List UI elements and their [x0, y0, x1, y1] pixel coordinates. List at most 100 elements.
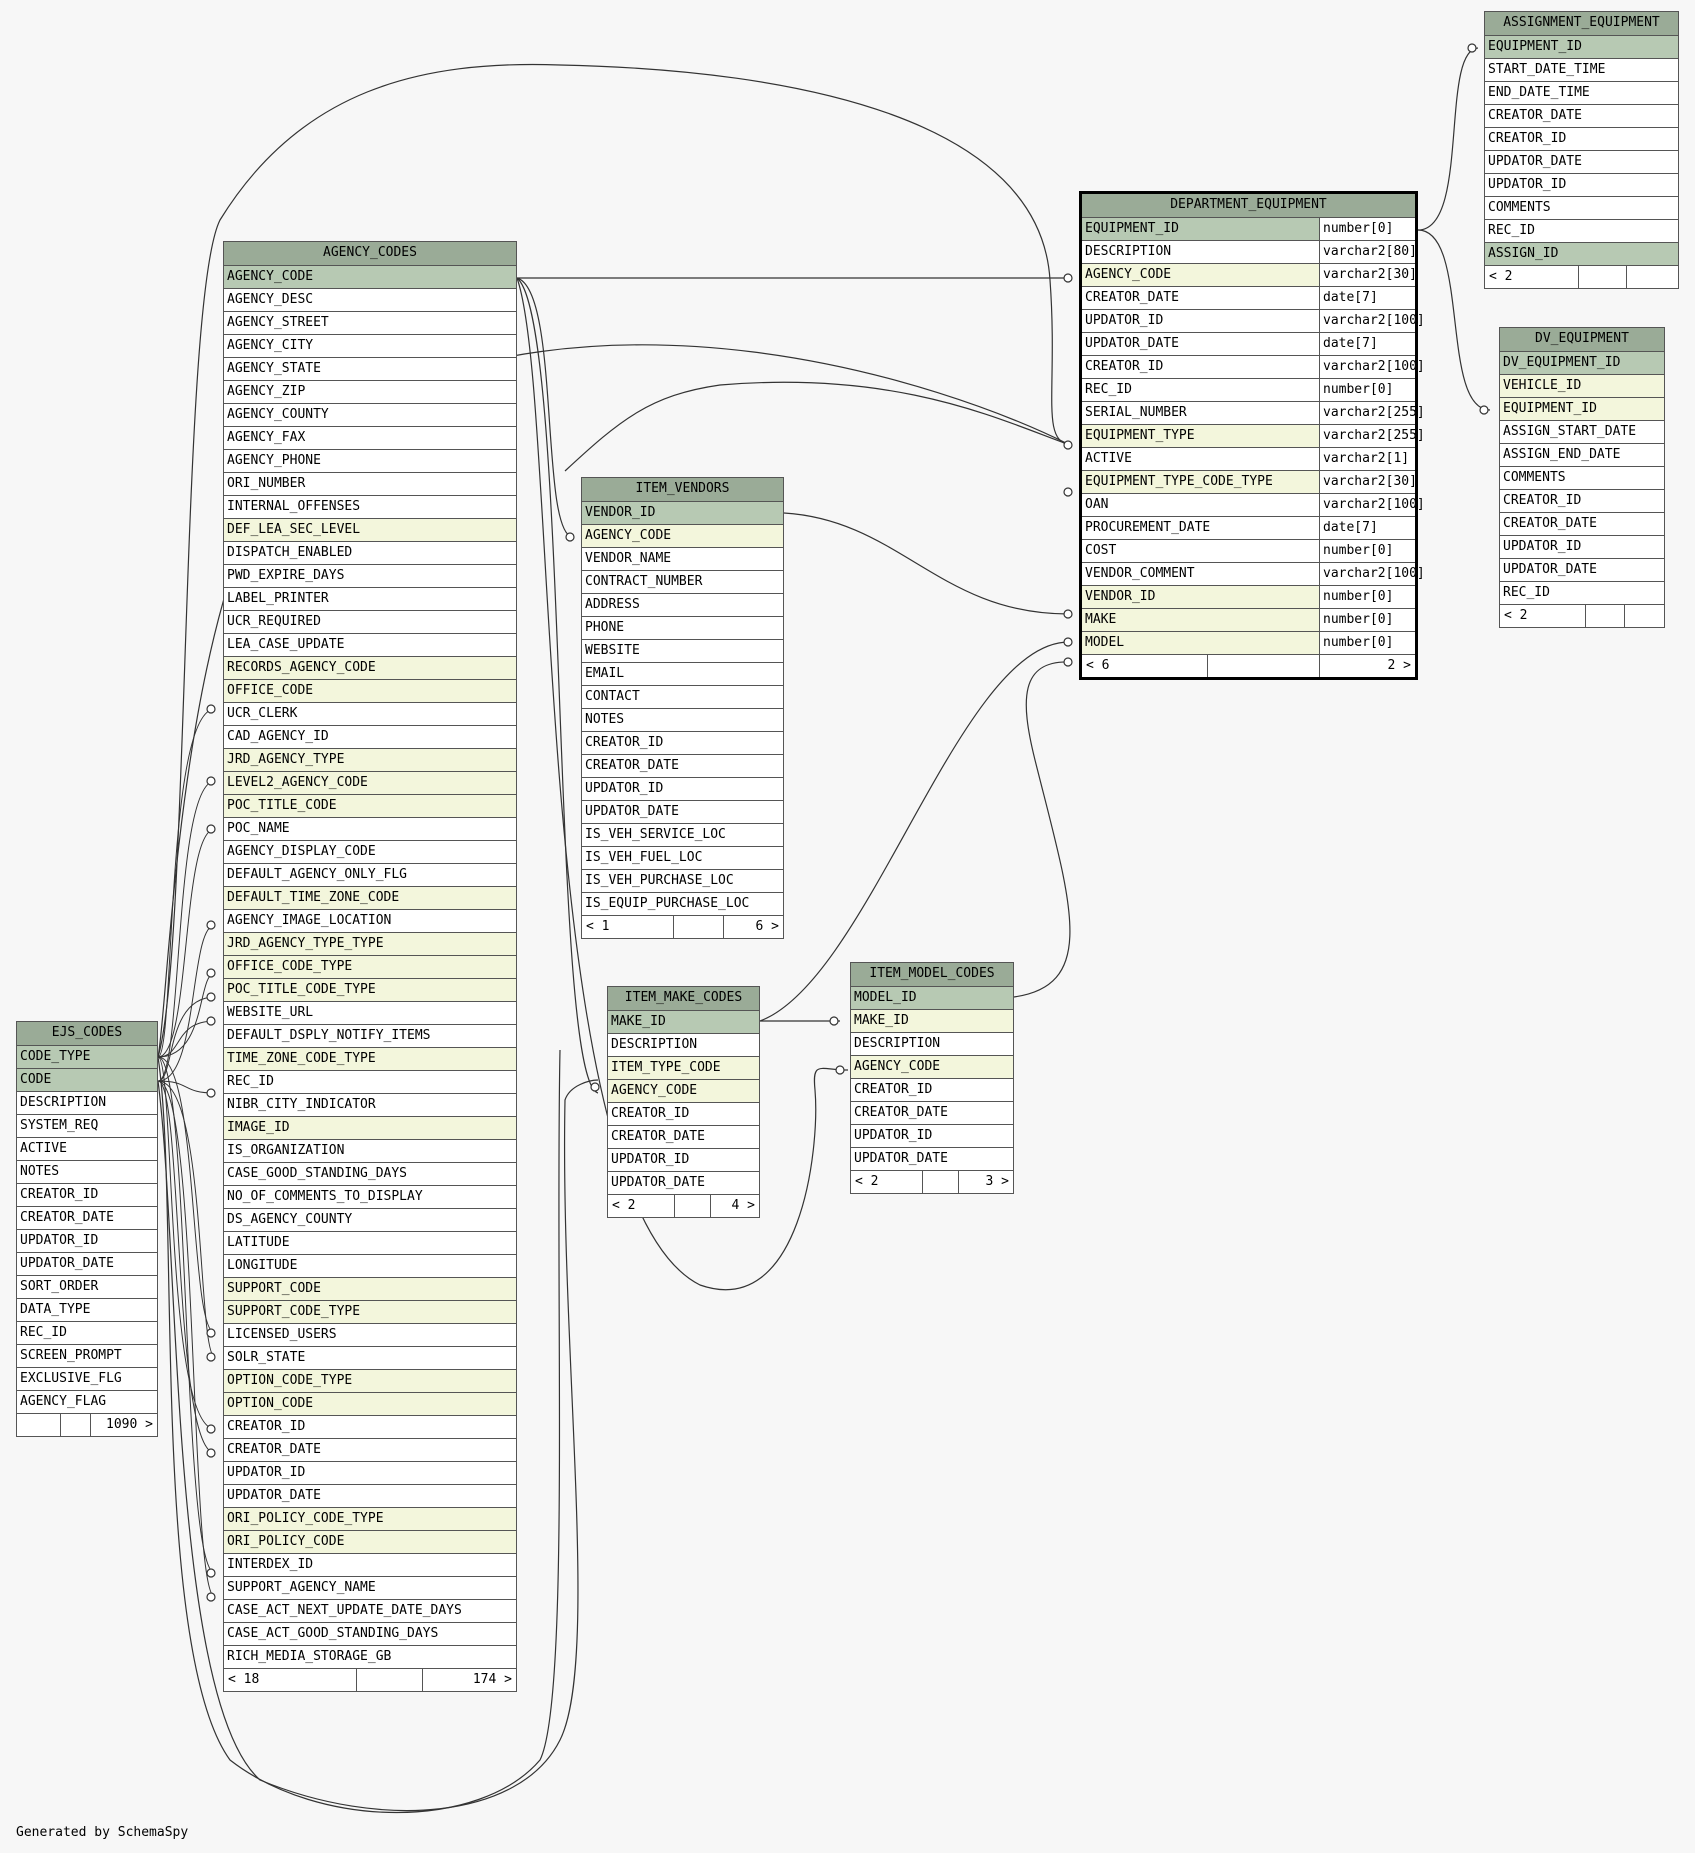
- column-row-agency-phone[interactable]: AGENCY_PHONE: [224, 449, 516, 472]
- column-row-website[interactable]: WEBSITE: [582, 639, 783, 662]
- column-row-interdex-id[interactable]: INTERDEX_ID: [224, 1553, 516, 1576]
- child-count[interactable]: 4 >: [709, 1195, 759, 1217]
- column-row-agency-code[interactable]: AGENCY_CODE: [851, 1055, 1013, 1078]
- parent-count[interactable]: < 2: [1489, 269, 1513, 284]
- column-row-rich-media-storage-gb[interactable]: RICH_MEDIA_STORAGE_GB: [224, 1645, 516, 1668]
- column-row-creator-id[interactable]: CREATOR_ID: [608, 1102, 759, 1125]
- column-row-default-dsply-notify-items[interactable]: DEFAULT_DSPLY_NOTIFY_ITEMS: [224, 1024, 516, 1047]
- column-row-creator-id[interactable]: CREATOR_ID: [851, 1078, 1013, 1101]
- column-row-active[interactable]: ACTIVE: [17, 1137, 157, 1160]
- column-row-agency-code[interactable]: AGENCY_CODE: [224, 265, 516, 288]
- column-row-updator-id[interactable]: UPDATOR_ID: [851, 1124, 1013, 1147]
- child-count[interactable]: 1090 >: [90, 1414, 157, 1436]
- column-row-records-agency-code[interactable]: RECORDS_AGENCY_CODE: [224, 656, 516, 679]
- column-row-pwd-expire-days[interactable]: PWD_EXPIRE_DAYS: [224, 564, 516, 587]
- column-row-cad-agency-id[interactable]: CAD_AGENCY_ID: [224, 725, 516, 748]
- column-row-office-code-type[interactable]: OFFICE_CODE_TYPE: [224, 955, 516, 978]
- column-row-notes[interactable]: NOTES: [582, 708, 783, 731]
- parent-count[interactable]: < 2: [1504, 608, 1528, 623]
- column-row-agency-code[interactable]: AGENCY_CODE: [608, 1079, 759, 1102]
- column-row-updator-date[interactable]: UPDATOR_DATE: [224, 1484, 516, 1507]
- column-row-updator-date[interactable]: UPDATOR_DATE: [17, 1252, 157, 1275]
- column-row-sort-order[interactable]: SORT_ORDER: [17, 1275, 157, 1298]
- column-row-case-good-standing-days[interactable]: CASE_GOOD_STANDING_DAYS: [224, 1162, 516, 1185]
- column-row-poc-name[interactable]: POC_NAME: [224, 817, 516, 840]
- column-row-creator-date[interactable]: CREATOR_DATE: [608, 1125, 759, 1148]
- parent-count[interactable]: < 1: [586, 919, 610, 934]
- column-row-updator-date[interactable]: UPDATOR_DATE: [608, 1171, 759, 1194]
- table-title[interactable]: ITEM_MODEL_CODES: [851, 963, 1013, 986]
- column-row-case-act-good-standing-days[interactable]: CASE_ACT_GOOD_STANDING_DAYS: [224, 1622, 516, 1645]
- column-row-vehicle-id[interactable]: VEHICLE_ID: [1500, 374, 1664, 397]
- column-row-office-code[interactable]: OFFICE_CODE: [224, 679, 516, 702]
- column-row-creator-date[interactable]: CREATOR_DATE: [1485, 104, 1678, 127]
- parent-count[interactable]: < 2: [855, 1174, 879, 1189]
- child-count[interactable]: [1625, 266, 1678, 288]
- column-row-image-id[interactable]: IMAGE_ID: [224, 1116, 516, 1139]
- child-count[interactable]: 174 >: [421, 1669, 516, 1691]
- table-title[interactable]: DEPARTMENT_EQUIPMENT: [1082, 194, 1415, 217]
- column-row-creator-date[interactable]: CREATOR_DATE: [17, 1206, 157, 1229]
- column-row-contact[interactable]: CONTACT: [582, 685, 783, 708]
- column-row-exclusive-flg[interactable]: EXCLUSIVE_FLG: [17, 1367, 157, 1390]
- column-row-nibr-city-indicator[interactable]: NIBR_CITY_INDICATOR: [224, 1093, 516, 1116]
- column-row-code[interactable]: CODE: [17, 1068, 157, 1091]
- column-row-agency-city[interactable]: AGENCY_CITY: [224, 334, 516, 357]
- column-row-description[interactable]: DESCRIPTION: [608, 1033, 759, 1056]
- column-row-end-date-time[interactable]: END_DATE_TIME: [1485, 81, 1678, 104]
- column-row-creator-id[interactable]: CREATOR_ID: [17, 1183, 157, 1206]
- column-row-updator-date[interactable]: UPDATOR_DATE: [582, 800, 783, 823]
- column-row-updator-date[interactable]: UPDATOR_DATE: [1500, 558, 1664, 581]
- column-row-vendor-id[interactable]: VENDOR_ID: [582, 501, 783, 524]
- column-row-default-agency-only-flg[interactable]: DEFAULT_AGENCY_ONLY_FLG: [224, 863, 516, 886]
- column-row-agency-desc[interactable]: AGENCY_DESC: [224, 288, 516, 311]
- column-row-rec-id[interactable]: REC_ID: [1485, 219, 1678, 242]
- column-row-jrd-agency-type-type[interactable]: JRD_AGENCY_TYPE_TYPE: [224, 932, 516, 955]
- column-row-agency-display-code[interactable]: AGENCY_DISPLAY_CODE: [224, 840, 516, 863]
- column-row-latitude[interactable]: LATITUDE: [224, 1231, 516, 1254]
- child-count[interactable]: 2 >: [1319, 655, 1415, 677]
- column-row-agency-code[interactable]: AGENCY_CODE: [582, 524, 783, 547]
- parent-count[interactable]: < 18: [228, 1672, 260, 1687]
- column-row-screen-prompt[interactable]: SCREEN_PROMPT: [17, 1344, 157, 1367]
- column-row-def-lea-sec-level[interactable]: DEF_LEA_SEC_LEVEL: [224, 518, 516, 541]
- column-row-creator-id[interactable]: CREATOR_ID: [1500, 489, 1664, 512]
- column-row-updator-date[interactable]: UPDATOR_DATE: [1485, 150, 1678, 173]
- column-row-updator-id[interactable]: UPDATOR_ID: [1485, 173, 1678, 196]
- column-row-is-veh-service-loc[interactable]: IS_VEH_SERVICE_LOC: [582, 823, 783, 846]
- column-row-level2-agency-code[interactable]: LEVEL2_AGENCY_CODE: [224, 771, 516, 794]
- column-row-agency-street[interactable]: AGENCY_STREET: [224, 311, 516, 334]
- column-row-rec-id[interactable]: REC_ID: [1500, 581, 1664, 604]
- table-title[interactable]: DV_EQUIPMENT: [1500, 328, 1664, 351]
- column-row-rec-id[interactable]: REC_ID: [224, 1070, 516, 1093]
- column-row-creator-id[interactable]: CREATOR_ID: [582, 731, 783, 754]
- column-row-updator-id[interactable]: UPDATOR_ID: [17, 1229, 157, 1252]
- column-row-website-url[interactable]: WEBSITE_URL: [224, 1001, 516, 1024]
- column-row-creator-id[interactable]: CREATOR_ID: [1485, 127, 1678, 150]
- column-row-jrd-agency-type[interactable]: JRD_AGENCY_TYPE: [224, 748, 516, 771]
- parent-count[interactable]: < 6: [1086, 658, 1110, 673]
- column-row-case-act-next-update-date-days[interactable]: CASE_ACT_NEXT_UPDATE_DATE_DAYS: [224, 1599, 516, 1622]
- column-row-agency-flag[interactable]: AGENCY_FLAG: [17, 1390, 157, 1413]
- column-row-dv-equipment-id[interactable]: DV_EQUIPMENT_ID: [1500, 351, 1664, 374]
- column-row-ucr-clerk[interactable]: UCR_CLERK: [224, 702, 516, 725]
- column-row-default-time-zone-code[interactable]: DEFAULT_TIME_ZONE_CODE: [224, 886, 516, 909]
- column-row-updator-id[interactable]: UPDATOR_ID: [224, 1461, 516, 1484]
- column-row-phone[interactable]: PHONE: [582, 616, 783, 639]
